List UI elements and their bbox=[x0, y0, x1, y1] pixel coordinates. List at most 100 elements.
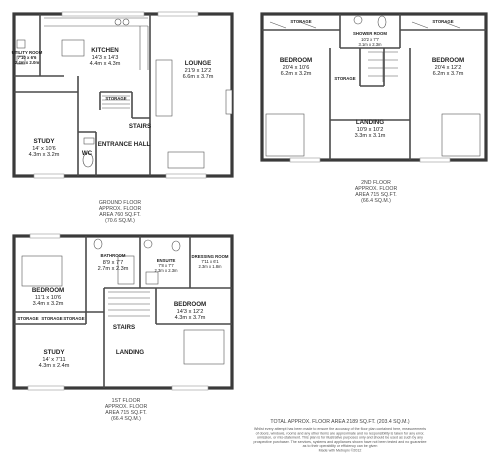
lounge-window-bottom bbox=[165, 173, 207, 179]
sofa-icon bbox=[155, 59, 173, 117]
storage-c-label: STORAGE bbox=[63, 316, 84, 321]
first-interior-walls bbox=[14, 236, 232, 388]
ground-storage-label: STORAGE bbox=[105, 96, 126, 101]
ensuite-dim-imperial: 7'8 x 7'7 bbox=[158, 263, 174, 268]
total-floor-area: TOTAL APPROX. FLOOR AREA 2189 SQ.FT. (20… bbox=[270, 419, 409, 425]
bed-icon bbox=[21, 255, 63, 287]
study-dim-metric: 4.3m x 3.2m bbox=[29, 152, 60, 158]
storage-a-label: STORAGE bbox=[17, 316, 38, 321]
landing-dim-imperial: 10'9 x 10'2 bbox=[357, 127, 384, 133]
dryer-icon bbox=[16, 55, 26, 65]
ensuite-dim-metric: 2.3m x 2.3m bbox=[154, 268, 178, 273]
lounge-dim-imperial: 21'9 x 12'2 bbox=[185, 68, 212, 74]
basin-icon bbox=[143, 239, 153, 249]
window bbox=[419, 157, 451, 163]
bed-icon bbox=[441, 113, 481, 157]
bedroom-right-dim-metric: 6.2m x 3.7m bbox=[433, 71, 464, 77]
kitchen-island bbox=[61, 39, 85, 57]
bathroom-label: BATHROOM bbox=[101, 253, 126, 258]
first-bedroom-left-label: BEDROOM bbox=[32, 287, 64, 294]
storage-b-label: STORAGE bbox=[41, 316, 62, 321]
window bbox=[27, 385, 65, 391]
bedroom-right-dim-imperial: 20'4 x 12'2 bbox=[435, 65, 462, 71]
first-bedroom-right-label: BEDROOM bbox=[174, 301, 206, 308]
dressing-room-label: DRESSING ROOM bbox=[191, 254, 228, 259]
second-floor-plan: STORAGE SHOWER ROOM 10'2 x 7'7 3.1m x 2.… bbox=[260, 12, 488, 204]
toilet-icon bbox=[171, 240, 181, 252]
bath-icon bbox=[117, 255, 135, 285]
kitchen-window bbox=[61, 11, 145, 17]
storage-mid-label: STORAGE bbox=[334, 76, 355, 81]
disclaimer: Whilst every attempt has been made to en… bbox=[254, 427, 427, 453]
eaves-hatching bbox=[269, 21, 461, 29]
second-stairs bbox=[368, 51, 398, 82]
toilet-icon bbox=[377, 15, 387, 29]
first-bedroom-left-dim-metric: 3.4m x 3.2m bbox=[33, 301, 64, 307]
shower-icon bbox=[145, 271, 159, 285]
study-dim-imperial: 14' x 10'6 bbox=[32, 146, 56, 152]
storage-right-label: STORAGE bbox=[432, 19, 453, 24]
first-stairs-label: STAIRS bbox=[113, 324, 135, 331]
hob-icon bbox=[122, 18, 130, 26]
shower-room-label: SHOWER ROOM bbox=[353, 31, 387, 36]
first-floor-plan: BATHROOM 8'9 x 7'7 2.7m x 2.3m ENSUITE 7… bbox=[12, 233, 234, 422]
toilet-icon bbox=[82, 152, 94, 168]
window bbox=[289, 157, 321, 163]
bathroom-dim-imperial: 8'9 x 7'7 bbox=[103, 260, 124, 266]
ground-storage-shelves bbox=[102, 95, 130, 109]
washer-icon bbox=[16, 39, 26, 49]
fireplace-icon bbox=[225, 89, 233, 115]
basin-icon bbox=[83, 137, 95, 145]
toilet-icon bbox=[93, 238, 103, 250]
bed-icon bbox=[183, 329, 225, 365]
first-study-dim-metric: 4.3m x 2.4m bbox=[39, 363, 70, 369]
window bbox=[171, 385, 209, 391]
bedroom-left-label: BEDROOM bbox=[280, 57, 312, 64]
ensuite-label: ENSUITE bbox=[157, 258, 176, 263]
landing-dim-metric: 3.3m x 3.1m bbox=[355, 133, 386, 139]
landing-label: LANDING bbox=[356, 119, 384, 126]
first-bedroom-left-dim-imperial: 11'1 x 10'6 bbox=[35, 295, 61, 301]
study-window bbox=[33, 173, 65, 179]
first-landing-label: LANDING bbox=[116, 349, 144, 356]
kitchen-dim-imperial: 14'3 x 14'3 bbox=[92, 55, 119, 61]
first-bedroom-right-dim-imperial: 14'3 x 12'2 bbox=[177, 309, 204, 315]
second-interior-walls bbox=[262, 14, 486, 160]
bathroom-dim-metric: 2.7m x 2.3m bbox=[98, 266, 129, 272]
bed-icon bbox=[265, 113, 305, 157]
entrance-hall-label: ENTRANCE HALL bbox=[98, 141, 151, 148]
first-study-label: STUDY bbox=[44, 349, 66, 356]
storage-left-label: STORAGE bbox=[290, 19, 311, 24]
shower-dim-metric: 3.1m x 2.3m bbox=[358, 42, 382, 47]
shower-dim-imperial: 10'2 x 7'7 bbox=[361, 37, 379, 42]
lounge-label: LOUNGE bbox=[185, 60, 211, 67]
study-label: STUDY bbox=[34, 138, 56, 145]
lounge-dim-metric: 6.6m x 3.7m bbox=[183, 74, 214, 80]
kitchen-label: KITCHEN bbox=[91, 47, 119, 54]
lounge-window-top bbox=[157, 11, 199, 17]
dressing-dim-imperial: 7'11 x 6'1 bbox=[201, 259, 219, 264]
wc-label: WC bbox=[82, 150, 93, 157]
ground-interior-walls bbox=[14, 14, 151, 176]
second-floor-outline bbox=[260, 12, 488, 162]
first-stairs bbox=[108, 291, 150, 317]
hob-icon bbox=[114, 18, 122, 26]
bedroom-right-label: BEDROOM bbox=[432, 57, 464, 64]
basin-icon bbox=[353, 15, 363, 25]
first-study-dim-imperial: 14' x 7'11 bbox=[42, 357, 65, 363]
kitchen-worktops bbox=[44, 17, 149, 70]
sofa-icon bbox=[167, 151, 205, 169]
ground-stairs-label: STAIRS bbox=[129, 123, 151, 130]
dressing-dim-metric: 2.3m x 1.8m bbox=[198, 264, 222, 269]
bedroom-left-dim-metric: 6.2m x 3.2m bbox=[281, 71, 312, 77]
bedroom-left-dim-imperial: 20'4 x 10'6 bbox=[283, 65, 310, 71]
first-bedroom-right-dim-metric: 4.3m x 3.7m bbox=[175, 315, 206, 321]
kitchen-dim-metric: 4.4m x 4.3m bbox=[90, 61, 121, 67]
window bbox=[29, 233, 61, 239]
